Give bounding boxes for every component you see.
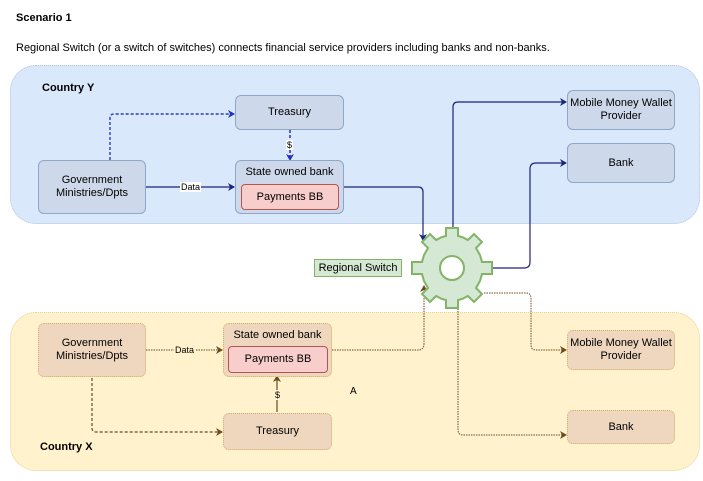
country-x-government-node[interactable]: Government Ministries/Dpts [38,323,146,377]
country-x-government-label: Government Ministries/Dpts [55,337,129,362]
regional-switch-label: Regional Switch [314,259,402,277]
country-x-dollar-edge-label: $ [274,390,282,400]
country-x-annotation-a: A [350,386,357,397]
country-y-mobile-wallet-label: Mobile Money Wallet Provider [570,97,672,122]
country-x-state-bank-node[interactable]: State owned bank Payments BB [223,323,332,377]
country-y-bank-node[interactable]: Bank [567,143,675,183]
country-x-data-edge-label: Data [174,345,196,355]
country-x-payments-bb-node[interactable]: Payments BB [228,346,328,373]
country-y-payments-bb-node[interactable]: Payments BB [241,184,339,210]
page-title: Scenario 1 [16,12,72,24]
gear-icon [411,227,493,309]
country-x-mobile-wallet-node[interactable]: Mobile Money Wallet Provider [567,330,675,370]
page-subtitle: Regional Switch (or a switch of switches… [16,42,550,54]
country-x-mobile-wallet-label: Mobile Money Wallet Provider [570,337,672,362]
country-x-state-bank-label: State owned bank [233,329,322,341]
edge-x-gov-to-treasury [91,378,223,436]
country-y-dollar-edge-label: $ [286,140,294,150]
country-y-bank-label: Bank [608,156,634,169]
country-y-government-node[interactable]: Government Ministries/Dpts [38,160,146,214]
country-x-bank-node[interactable]: Bank [567,410,675,444]
country-x-label: Country X [40,441,93,453]
edge-switch-to-x-mobile [484,292,567,354]
country-y-mobile-wallet-node[interactable]: Mobile Money Wallet Provider [567,90,675,130]
country-x-payments-bb-label: Payments BB [244,353,312,365]
country-x-bank-label: Bank [608,420,634,433]
country-x-treasury-label: Treasury [256,425,299,437]
country-y-state-bank-label: State owned bank [245,166,334,178]
edge-switch-to-y-bank [492,159,567,269]
country-x-treasury-node[interactable]: Treasury [223,413,332,450]
edge-y-bank-to-switch [344,186,427,241]
edge-x-bank-to-switch [332,285,428,351]
country-y-treasury-node[interactable]: Treasury [235,95,344,130]
country-y-data-edge-label: Data [180,182,202,192]
edge-y-gov-to-treasury [109,110,235,160]
country-y-government-label: Government Ministries/Dpts [55,174,129,199]
edge-switch-to-x-bank [457,306,567,439]
country-y-label: Country Y [42,82,95,94]
country-y-payments-bb-label: Payments BB [256,190,324,203]
country-y-state-bank-node[interactable]: State owned bank Payments BB [235,160,344,214]
edge-switch-to-y-mobile [452,98,567,230]
country-y-treasury-label: Treasury [268,106,311,118]
